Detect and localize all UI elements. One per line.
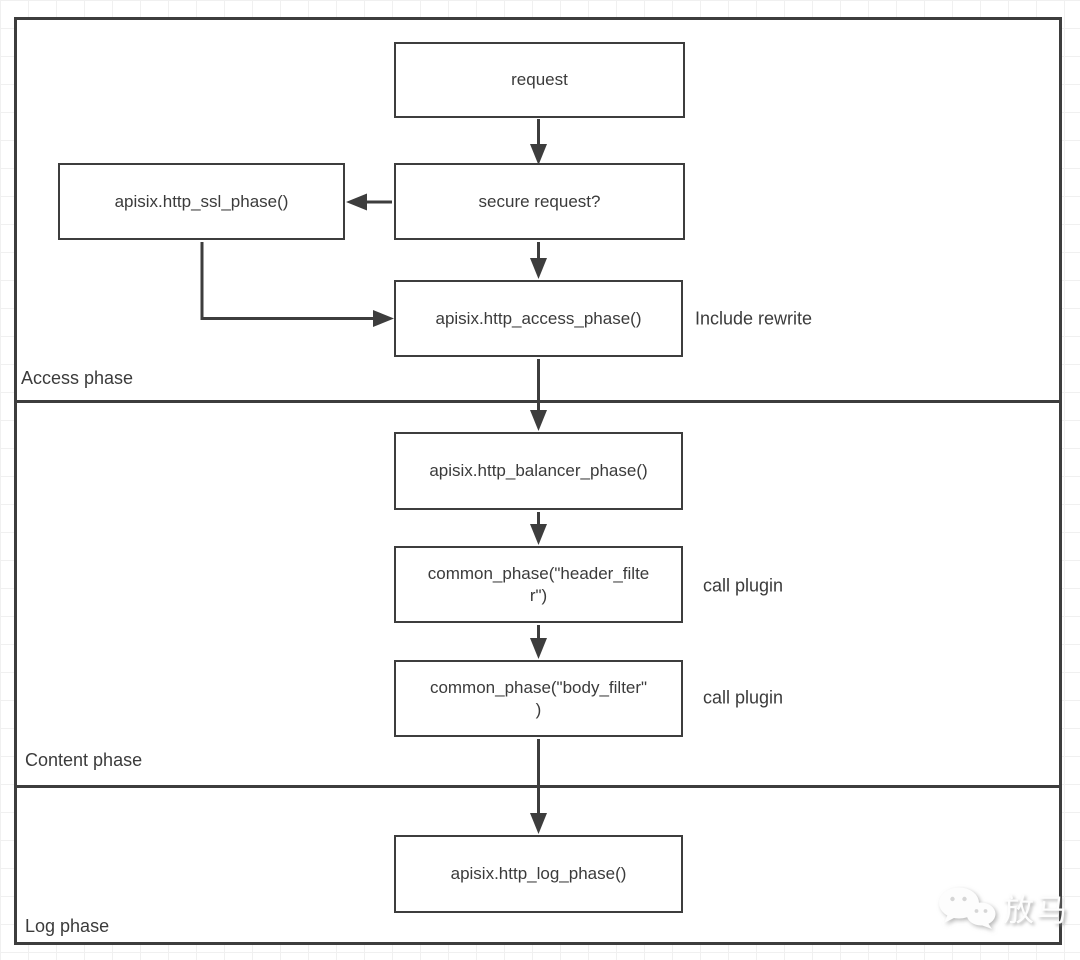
node-request: request <box>394 42 685 118</box>
node-header-filter: common_phase("header_filte r") <box>394 546 683 623</box>
include-rewrite-annotation: Include rewrite <box>695 308 813 329</box>
node-balancer-phase: apisix.http_balancer_phase() <box>394 432 683 510</box>
section-divider-content-log <box>14 785 1062 788</box>
call-plugin-annotation-header-filter: call plugin <box>703 575 784 596</box>
node-ssl-phase-label: apisix.http_ssl_phase() <box>114 191 289 211</box>
node-body-filter: common_phase("body_filter" ) <box>394 660 683 737</box>
node-balancer-phase-label: apisix.http_balancer_phase() <box>429 461 648 480</box>
section-label-access-phase: Access phase <box>21 368 134 388</box>
node-secure-request: secure request? <box>394 163 685 240</box>
node-header-filter-label-line2: r") <box>529 585 548 605</box>
node-log-phase: apisix.http_log_phase() <box>394 835 683 913</box>
watermark-text: 放马 <box>1003 892 1069 928</box>
node-log-phase-label: apisix.http_log_phase() <box>450 864 627 883</box>
node-body-filter-label-line2: ) <box>535 699 542 719</box>
watermark: 放马 <box>936 884 1069 930</box>
wechat-icon <box>939 887 996 929</box>
section-label-log-phase: Log phase <box>25 916 110 936</box>
node-access-phase-label: apisix.http_access_phase() <box>435 308 642 328</box>
node-request-label: request <box>511 70 568 89</box>
node-access-phase: apisix.http_access_phase() <box>394 280 683 357</box>
node-secure-request-label: secure request? <box>478 191 601 211</box>
section-divider-access-content <box>14 400 1062 403</box>
node-header-filter-label-line1: common_phase("header_filte <box>427 563 650 583</box>
section-label-content-phase: Content phase <box>25 750 143 770</box>
node-body-filter-label-line1: common_phase("body_filter" <box>429 677 648 697</box>
call-plugin-annotation-body-filter: call plugin <box>703 687 784 708</box>
node-ssl-phase: apisix.http_ssl_phase() <box>58 163 345 240</box>
